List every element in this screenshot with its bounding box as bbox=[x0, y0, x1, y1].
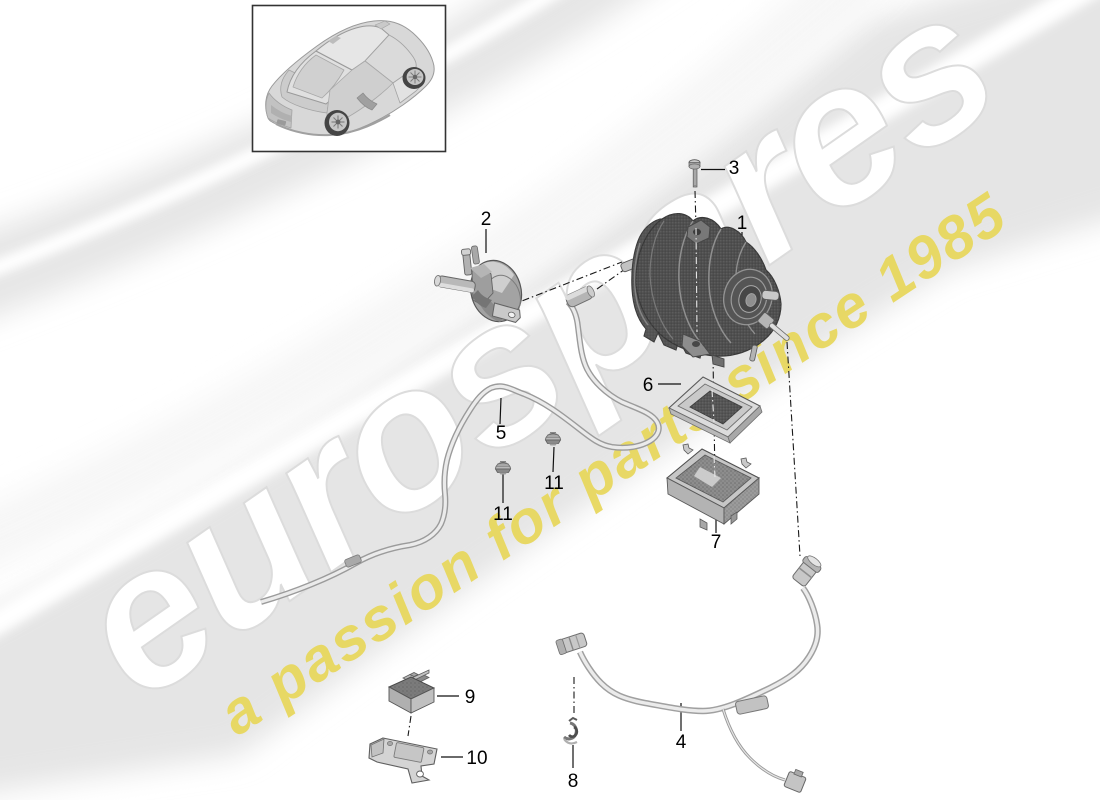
svg-text:6: 6 bbox=[643, 375, 654, 396]
svg-text:7: 7 bbox=[711, 532, 722, 553]
svg-text:5: 5 bbox=[496, 423, 507, 444]
svg-text:10: 10 bbox=[466, 748, 487, 769]
svg-text:11: 11 bbox=[493, 504, 513, 525]
svg-text:11: 11 bbox=[544, 473, 564, 494]
svg-text:3: 3 bbox=[729, 158, 740, 179]
svg-text:8: 8 bbox=[568, 771, 579, 792]
svg-text:4: 4 bbox=[676, 732, 687, 753]
svg-text:2: 2 bbox=[481, 209, 492, 230]
svg-text:9: 9 bbox=[465, 687, 476, 708]
svg-text:1: 1 bbox=[737, 213, 748, 234]
